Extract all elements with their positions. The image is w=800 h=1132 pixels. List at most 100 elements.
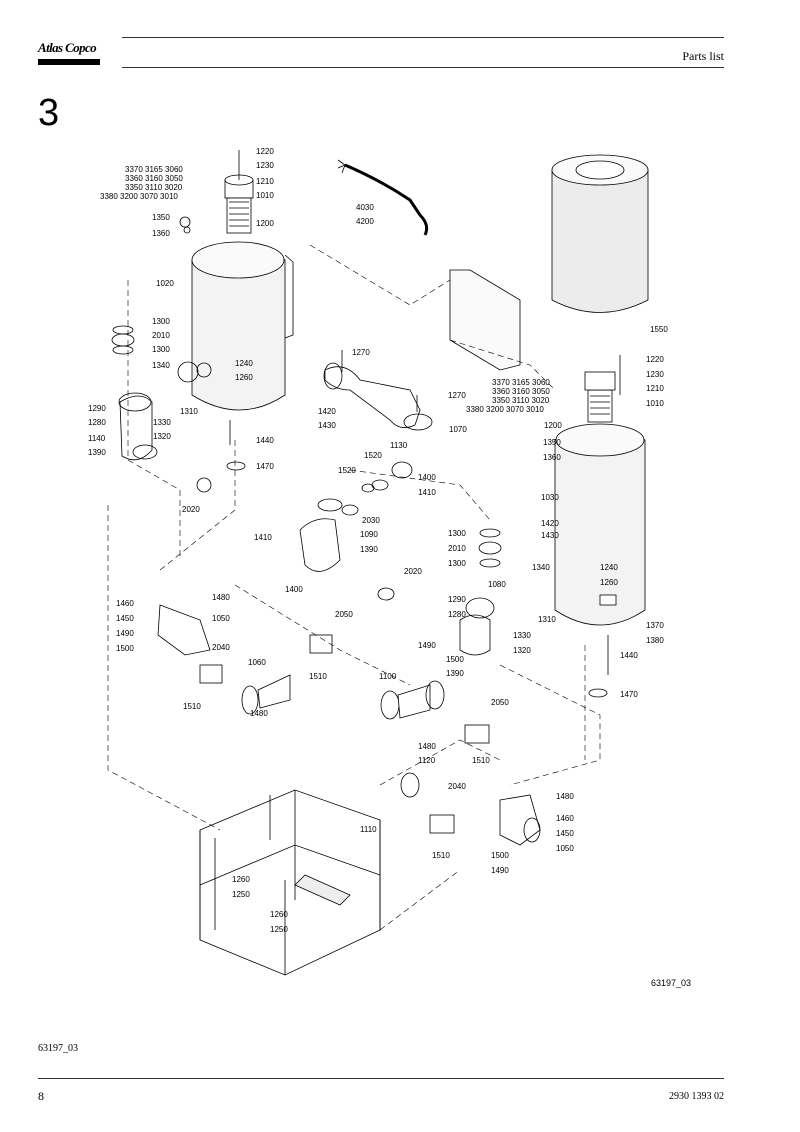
svg-text:1410: 1410 (254, 533, 272, 542)
svg-text:1420: 1420 (318, 407, 336, 416)
svg-text:1010: 1010 (646, 399, 664, 408)
svg-text:1390: 1390 (360, 545, 378, 554)
svg-text:1480: 1480 (556, 792, 574, 801)
svg-text:1350: 1350 (152, 213, 170, 222)
svg-text:3350 3110 3020: 3350 3110 3020 (492, 396, 550, 405)
svg-text:1340: 1340 (152, 361, 170, 370)
page-number: 8 (38, 1089, 44, 1103)
svg-text:1450: 1450 (116, 614, 134, 623)
svg-text:1430: 1430 (541, 531, 559, 540)
svg-text:1510: 1510 (309, 672, 327, 681)
svg-text:2050: 2050 (335, 610, 353, 619)
svg-text:1210: 1210 (256, 177, 274, 186)
svg-text:4030: 4030 (356, 203, 374, 212)
svg-text:1490: 1490 (116, 629, 134, 638)
svg-text:3370 3165 3060: 3370 3165 3060 (125, 165, 183, 174)
svg-text:1510: 1510 (472, 756, 490, 765)
svg-text:2050: 2050 (491, 698, 509, 707)
svg-text:1130: 1130 (390, 441, 408, 450)
svg-text:3360 3160 3050: 3360 3160 3050 (492, 387, 550, 396)
svg-text:1070: 1070 (449, 425, 467, 434)
svg-text:1300: 1300 (152, 345, 170, 354)
svg-text:1240: 1240 (235, 359, 253, 368)
svg-text:1050: 1050 (212, 614, 230, 623)
atlas-copco-logo: Atlas Copco (38, 40, 100, 66)
svg-text:1520: 1520 (338, 466, 356, 475)
svg-text:2030: 2030 (362, 516, 380, 525)
svg-text:1390: 1390 (446, 669, 464, 678)
document-number: 2930 1393 02 (669, 1091, 724, 1102)
svg-text:3360 3160 3050: 3360 3160 3050 (125, 174, 183, 183)
svg-text:1330: 1330 (153, 418, 171, 427)
svg-text:1030: 1030 (541, 493, 559, 502)
svg-text:1250: 1250 (232, 890, 250, 899)
svg-text:1300: 1300 (152, 317, 170, 326)
svg-text:1110: 1110 (360, 825, 377, 834)
svg-text:1260: 1260 (270, 910, 288, 919)
svg-text:1500: 1500 (446, 655, 464, 664)
svg-text:3350 3110 3020: 3350 3110 3020 (125, 183, 183, 192)
svg-text:1460: 1460 (556, 814, 574, 823)
svg-text:1300: 1300 (448, 529, 466, 538)
figure-caption: 63197_03 (38, 1043, 78, 1054)
svg-text:1550: 1550 (650, 325, 668, 334)
page-header-title: Parts list (682, 49, 724, 63)
svg-text:2020: 2020 (182, 505, 200, 514)
svg-text:1230: 1230 (256, 161, 274, 170)
svg-text:1280: 1280 (88, 418, 106, 427)
svg-text:3370 3165 3060: 3370 3165 3060 (492, 378, 550, 387)
svg-text:1020: 1020 (156, 279, 174, 288)
svg-text:1410: 1410 (418, 488, 436, 497)
svg-text:1220: 1220 (256, 147, 274, 156)
svg-text:1230: 1230 (646, 370, 664, 379)
svg-text:1220: 1220 (646, 355, 664, 364)
svg-text:3380 3200 3070 3010: 3380 3200 3070 3010 (100, 192, 178, 201)
header-rule-top (122, 37, 724, 38)
svg-text:1470: 1470 (620, 690, 638, 699)
svg-text:1210: 1210 (646, 384, 664, 393)
logo-underline (38, 59, 100, 65)
svg-text:1120: 1120 (418, 756, 436, 765)
svg-text:2010: 2010 (448, 544, 466, 553)
svg-text:1080: 1080 (488, 580, 506, 589)
svg-text:1480: 1480 (250, 709, 268, 718)
svg-text:1390: 1390 (88, 448, 106, 457)
svg-text:1280: 1280 (448, 610, 466, 619)
svg-text:1290: 1290 (88, 404, 106, 413)
svg-text:1490: 1490 (491, 866, 509, 875)
svg-text:1320: 1320 (513, 646, 531, 655)
svg-text:1010: 1010 (256, 191, 274, 200)
section-number: 3 (38, 92, 60, 134)
svg-text:1500: 1500 (491, 851, 509, 860)
svg-text:1430: 1430 (318, 421, 336, 430)
svg-text:1360: 1360 (543, 453, 561, 462)
svg-text:1510: 1510 (183, 702, 201, 711)
svg-text:3380 3200 3070 3010: 3380 3200 3070 3010 (466, 405, 544, 414)
svg-text:1330: 1330 (513, 631, 531, 640)
svg-text:1310: 1310 (538, 615, 556, 624)
svg-text:1490: 1490 (418, 641, 436, 650)
svg-text:1460: 1460 (116, 599, 134, 608)
drawing-reference-label: 63197_03 (651, 978, 692, 988)
svg-text:1300: 1300 (448, 559, 466, 568)
svg-text:1360: 1360 (152, 229, 170, 238)
svg-text:1270: 1270 (352, 348, 370, 357)
svg-text:1420: 1420 (541, 519, 559, 528)
svg-text:1100: 1100 (379, 672, 397, 681)
svg-text:2040: 2040 (448, 782, 466, 791)
footer-rule (38, 1078, 724, 1079)
svg-text:1400: 1400 (418, 473, 436, 482)
svg-text:2010: 2010 (152, 331, 170, 340)
svg-text:1480: 1480 (212, 593, 230, 602)
svg-text:1260: 1260 (232, 875, 250, 884)
logo-wordmark: Atlas Copco (38, 40, 97, 55)
svg-text:1350: 1350 (543, 438, 561, 447)
svg-text:1510: 1510 (432, 851, 450, 860)
svg-text:2020: 2020 (404, 567, 422, 576)
svg-text:1370: 1370 (646, 621, 664, 630)
svg-text:1140: 1140 (88, 434, 106, 443)
svg-text:1470: 1470 (256, 462, 274, 471)
svg-text:1500: 1500 (116, 644, 134, 653)
svg-text:1270: 1270 (448, 391, 466, 400)
